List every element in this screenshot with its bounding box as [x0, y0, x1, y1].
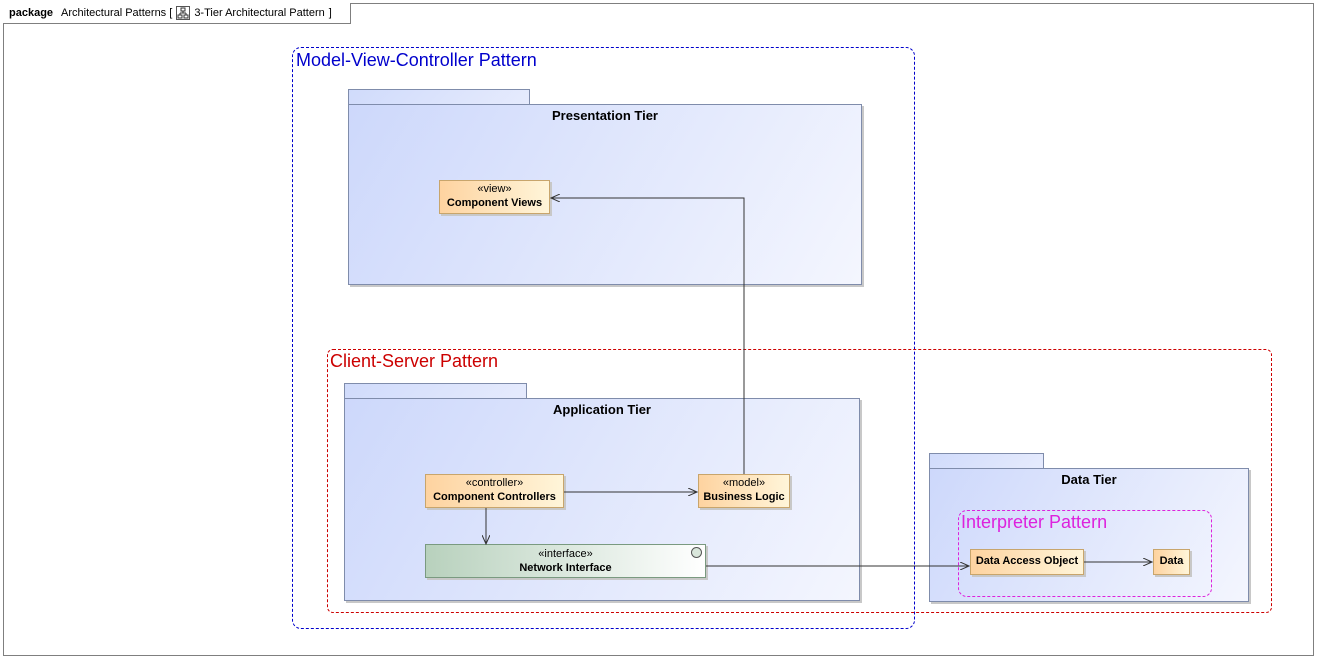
frame-owner: Architectural Patterns [: [61, 7, 173, 19]
data-tier-title: Data Tier: [1061, 472, 1117, 487]
frame-close-bracket: ]: [328, 7, 332, 19]
component-views-stereotype: «view»: [477, 183, 512, 195]
network-interface-stereotype: «interface»: [538, 548, 593, 560]
interpreter-pattern-label: Interpreter Pattern: [961, 512, 1108, 532]
network-interface-name: Network Interface: [519, 562, 612, 574]
frame-title-tab: package Architectural Patterns [ 3-Tier …: [3, 3, 351, 24]
client-server-pattern-boundary: [327, 349, 1272, 613]
frame-diagram-name: 3-Tier Architectural Pattern: [194, 7, 325, 19]
data-tier-tab: [929, 453, 1044, 469]
client-server-pattern-label: Client-Server Pattern: [330, 351, 499, 371]
frame-keyword: package: [9, 7, 54, 19]
application-tier-title: Application Tier: [553, 402, 651, 417]
data-access-object-name: Data Access Object: [975, 555, 1079, 567]
component-controllers-class[interactable]: «controller» Component Controllers: [425, 474, 564, 508]
mvc-pattern-boundary: [292, 47, 915, 629]
business-logic-name: Business Logic: [703, 491, 785, 503]
data-class-name: Data: [1159, 555, 1184, 567]
data-class[interactable]: Data: [1153, 549, 1190, 575]
diagram-frame: [3, 3, 1314, 656]
presentation-tier-tab: [348, 89, 530, 105]
business-logic-stereotype: «model»: [722, 477, 766, 489]
interpreter-pattern-boundary: [958, 510, 1212, 597]
interface-lollipop-icon: [691, 547, 702, 558]
presentation-tier-title: Presentation Tier: [552, 108, 658, 123]
component-views-class[interactable]: «view» Component Views: [439, 180, 550, 214]
application-tier-tab: [344, 383, 527, 399]
component-views-name: Component Views: [446, 197, 543, 209]
data-tier-package[interactable]: Data Tier: [929, 468, 1249, 602]
presentation-tier-package[interactable]: Presentation Tier: [348, 104, 862, 285]
data-access-object-class[interactable]: Data Access Object: [970, 549, 1084, 575]
mvc-pattern-label: Model-View-Controller Pattern: [296, 50, 537, 70]
business-logic-class[interactable]: «model» Business Logic: [698, 474, 790, 508]
component-controllers-name: Component Controllers: [433, 491, 556, 503]
component-controllers-stereotype: «controller»: [465, 477, 524, 489]
network-interface-class[interactable]: «interface» Network Interface: [425, 544, 706, 578]
class-diagram-icon: [176, 6, 191, 20]
